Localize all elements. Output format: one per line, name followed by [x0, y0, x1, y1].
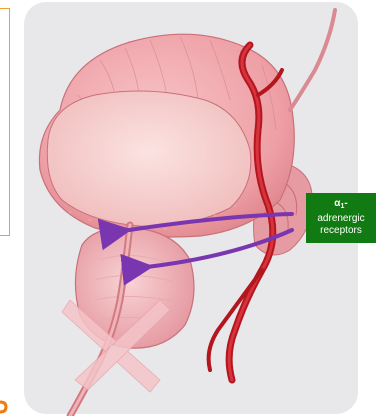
- alpha1-receptor-label: α1- adrenergic receptors: [306, 193, 376, 243]
- label-suffix: -: [344, 198, 347, 209]
- ureter: [290, 10, 335, 110]
- label-line3: receptors: [306, 225, 376, 237]
- label-line2: adrenergic: [306, 213, 376, 225]
- label-line1: α1-: [306, 198, 376, 213]
